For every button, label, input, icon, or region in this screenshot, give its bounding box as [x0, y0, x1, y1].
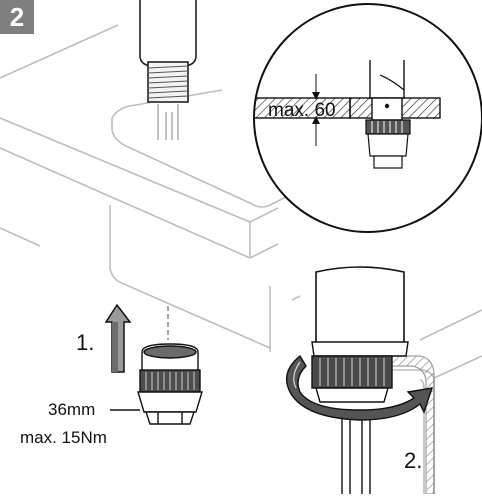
up-arrow-icon	[104, 303, 132, 373]
step-number-badge: 2	[0, 0, 34, 34]
torque-label: max. 15Nm	[20, 428, 107, 447]
faucet-shaft-top	[139, 0, 197, 140]
mounting-nut	[137, 343, 203, 425]
wrench-size-label: 36mm	[48, 400, 96, 419]
max-height-label: max. 60	[268, 100, 336, 121]
rotate-arrow-icon	[286, 354, 434, 421]
step-2-label: 2.	[404, 448, 423, 473]
installed-view	[291, 266, 482, 495]
countertop	[0, 24, 301, 352]
detail-magnifier	[253, 3, 482, 233]
step-1-label: 1.	[76, 330, 95, 355]
